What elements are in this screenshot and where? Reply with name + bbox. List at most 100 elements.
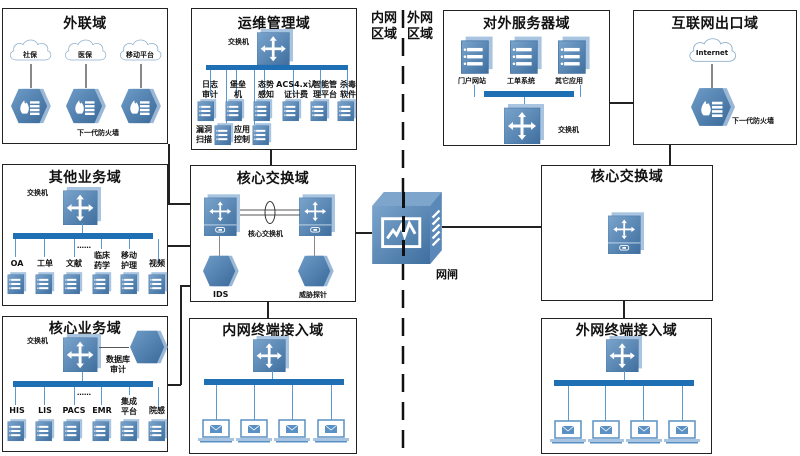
switch-label: 交换机: [27, 337, 48, 345]
conn-core-innerterm: [267, 302, 269, 318]
cloud-label: 医保: [78, 51, 92, 59]
bus-drop: [74, 239, 75, 257]
network-bus: [204, 379, 344, 385]
core-switch-label: 核心交换机: [248, 230, 283, 238]
server-icon: [310, 98, 330, 122]
server-label: 其它应用: [555, 77, 583, 85]
firewall-icon: [9, 87, 51, 125]
gateway-label: 网闸: [436, 268, 458, 281]
cloud-label: 移动平台: [126, 51, 154, 59]
bus-drop: [129, 387, 130, 395]
inner-terminal-domain: 内网终端接入域: [189, 318, 357, 454]
zone-divider-overlay: [402, 192, 405, 264]
server-label: 工单: [37, 259, 53, 268]
server-icon: [148, 271, 168, 295]
bus-drop: [82, 372, 83, 382]
inner-zone-label-line2: 区域: [371, 27, 398, 42]
bus-drop: [254, 385, 255, 425]
bus-drop: [226, 70, 227, 125]
domain-title: 核心交换域: [590, 169, 664, 185]
server-label: 应用 控制: [234, 125, 250, 144]
firewall-label: 下一代防火墙: [77, 129, 119, 137]
server-icon: [252, 122, 272, 146]
switch-icon: [63, 187, 101, 225]
outer-zone-label: 外网 区域: [407, 11, 433, 43]
link-line: [30, 64, 32, 88]
bus-drop: [254, 70, 255, 125]
conn-corer-outerterm: [623, 300, 625, 318]
server-icon: [225, 98, 245, 122]
bus-drop: [474, 85, 475, 97]
server-label: 院感: [149, 406, 165, 415]
server-label: 门户网站: [458, 77, 486, 85]
cloud-label: Internet: [695, 49, 729, 57]
external-link-domain: 外联域 社保 医保 移动平台 下一代防火墙: [2, 8, 168, 144]
server-icon: [557, 35, 591, 75]
laptop-icon: [236, 419, 272, 443]
server-label: 智能管 理平台: [313, 80, 337, 99]
core-switch-domain-inner: 核心交换域 核心交换机 IDS 威胁探针: [190, 165, 356, 302]
conn-corebiz-core-h2: [168, 384, 181, 386]
inner-zone-label-line1: 内网: [371, 11, 398, 26]
server-label: LIS: [38, 406, 52, 415]
server-icon: [92, 418, 112, 442]
link-line: [140, 64, 142, 88]
server-label: 临床 药学: [94, 251, 110, 270]
server-label: 杀毒 软件: [340, 80, 356, 99]
cloud-label: 社保: [23, 51, 37, 59]
switch-icon: [253, 336, 289, 372]
bus-drop: [44, 387, 45, 405]
outer-zone-label-line2: 区域: [407, 27, 434, 42]
bus-drop: [272, 371, 273, 379]
server-label: 工单系统: [507, 77, 535, 85]
bus-drop: [82, 223, 83, 233]
threat-probe-icon: [296, 254, 334, 288]
link-line: [99, 347, 129, 348]
ids-label: IDS: [213, 290, 229, 299]
bus-drop: [129, 239, 130, 249]
switch-label: 交换机: [558, 126, 579, 134]
link-line: [711, 64, 713, 88]
firewall-icon: [64, 87, 106, 125]
server-label: 日志 审计: [202, 80, 218, 99]
conn-gateway-corer: [442, 226, 542, 228]
bus-drop: [216, 385, 217, 425]
domain-title: 外网终端接入域: [575, 323, 678, 339]
bus-drop: [236, 70, 237, 96]
conn-corebiz-core-h1: [180, 285, 190, 287]
other-business-domain: 其他业务域 交换机 …… OA 工单 文献 临床 药学 移动 护理 视频: [2, 164, 168, 306]
ellipsis: ……: [77, 242, 91, 250]
server-icon: [92, 271, 112, 295]
firewall-icon: [688, 86, 736, 128]
switch-label: 交换机: [228, 38, 249, 46]
network-bus: [554, 380, 694, 386]
switch-icon: [504, 104, 544, 144]
domain-title: 核心交换域: [236, 171, 310, 187]
bus-drop: [15, 387, 16, 405]
gateway-icon: [372, 192, 442, 264]
server-label: ACS4.x认 证计费: [276, 80, 316, 99]
core-switch-icon: [299, 194, 335, 236]
bus-drop: [210, 70, 211, 96]
server-label: 文献: [66, 259, 82, 268]
conn-extsrv-internet: [610, 102, 634, 104]
bus-drop: [580, 85, 581, 97]
bus-drop: [568, 386, 569, 426]
domain-title: 运维管理域: [237, 16, 311, 32]
server-icon: [509, 35, 543, 75]
switch-icon: [257, 29, 293, 65]
bus-drop: [624, 371, 625, 381]
server-label: 集成 平台: [121, 397, 137, 416]
domain-title: 内网终端接入域: [222, 323, 324, 339]
db-audit-icon: [127, 329, 169, 365]
ops-domain: 运维管理域 交换机 日志 审计 堡垒 机 态势 感知 ACS4.x认 证计费 智…: [191, 8, 357, 150]
firewall-icon: [119, 87, 161, 125]
server-icon: [148, 418, 168, 442]
network-bus: [13, 233, 153, 239]
server-icon: [282, 98, 302, 122]
server-label: EMR: [92, 406, 112, 415]
bus-drop: [74, 387, 75, 405]
bus-drop: [292, 385, 293, 425]
conn-core-gateway: [356, 232, 372, 234]
outer-terminal-domain: 外网终端接入域: [541, 318, 712, 454]
